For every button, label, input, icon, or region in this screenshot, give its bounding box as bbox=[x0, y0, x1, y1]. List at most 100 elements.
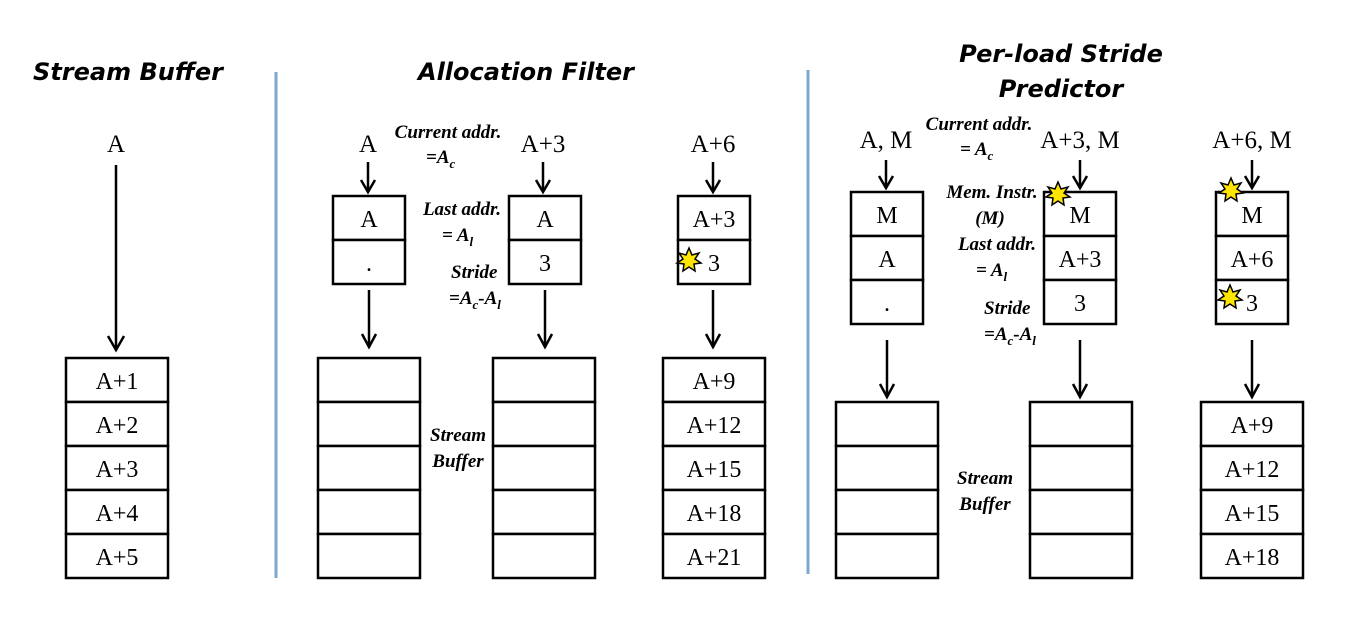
predictor-entry-cell bbox=[849, 190, 925, 238]
arrow-down-icon bbox=[877, 160, 895, 191]
buffer-cell-text: A+15 bbox=[687, 457, 742, 483]
buffer-cell bbox=[64, 532, 170, 580]
arrow-down-icon bbox=[1071, 340, 1089, 400]
filter-entry-text: . bbox=[366, 251, 372, 277]
buffer-cell bbox=[661, 356, 767, 404]
header-stream-buffer: Stream Buffer bbox=[33, 58, 225, 86]
allocation-filter-column-2: A+3 A 3 bbox=[491, 131, 597, 580]
buffer-cell bbox=[834, 532, 940, 580]
filter-entry-cell bbox=[331, 238, 407, 286]
burst-icon bbox=[1216, 176, 1246, 203]
filter-entry-text: A bbox=[536, 207, 554, 233]
header-per-load-stride-predictor-line2: Predictor bbox=[999, 75, 1126, 103]
allocation-filter-column-3: A+6 A+3 3 A+9 A+12 A+15 A+18 A+21 bbox=[661, 131, 767, 580]
buffer-cell bbox=[661, 532, 767, 580]
header-per-load-stride-predictor: Per-load Stride bbox=[959, 40, 1163, 68]
stream-buffer-label-line2: Buffer bbox=[958, 494, 1011, 515]
buffer-cell-text: A+2 bbox=[96, 413, 139, 439]
buffer-cell-text: A+12 bbox=[1225, 457, 1280, 483]
buffer-cell bbox=[491, 532, 597, 580]
buffer-cell bbox=[1028, 532, 1134, 580]
buffer-cell bbox=[316, 444, 422, 492]
buffer-cell bbox=[64, 356, 170, 404]
buffer-cell-text: A+18 bbox=[1225, 545, 1280, 571]
address-label: A+6 bbox=[691, 131, 736, 158]
buffer-cell bbox=[834, 444, 940, 492]
arrow-down-icon bbox=[106, 165, 126, 353]
arrow-down-icon bbox=[359, 162, 377, 195]
burst-icon bbox=[1043, 180, 1073, 207]
arrow-down-icon bbox=[534, 162, 552, 195]
address-label: A+3, M bbox=[1040, 127, 1119, 154]
filter-entry-cell bbox=[507, 238, 583, 286]
buffer-cell-text: A+21 bbox=[687, 545, 742, 571]
stride-predictor-column-3: A+6, M M A+6 3 A+9 A+12 A+15 A+18 bbox=[1199, 127, 1305, 580]
last-addr-label: Last addr. bbox=[957, 234, 1036, 255]
stride-label: Stride bbox=[451, 262, 498, 283]
buffer-cell-text: A+15 bbox=[1225, 501, 1280, 527]
buffer-cell-text: A+9 bbox=[693, 369, 736, 395]
arrow-down-icon bbox=[1243, 160, 1261, 191]
buffer-cell bbox=[834, 400, 940, 448]
stride-predictor-labels: Current addr. = Ac Mem. Instr. (M) Last … bbox=[926, 114, 1038, 515]
address-label: A+3 bbox=[521, 131, 566, 158]
current-addr-label: Current addr. bbox=[926, 114, 1033, 135]
buffer-cell bbox=[316, 400, 422, 448]
predictor-entry-text: M bbox=[1241, 203, 1262, 229]
allocation-filter-labels: Current addr. =Ac Last addr. = Al Stride… bbox=[395, 122, 502, 472]
header-allocation-filter: Allocation Filter bbox=[416, 58, 636, 86]
burst-icon bbox=[1215, 283, 1245, 310]
buffer-cell bbox=[316, 488, 422, 536]
buffer-cell bbox=[1199, 400, 1305, 448]
address-label: A bbox=[107, 131, 125, 158]
address-label: A+6, M bbox=[1212, 127, 1291, 154]
buffer-cell bbox=[316, 356, 422, 404]
buffer-cell bbox=[1199, 444, 1305, 492]
predictor-entry-cell bbox=[849, 234, 925, 282]
arrow-down-icon bbox=[704, 162, 722, 195]
stride-eq: =Ac-Al bbox=[449, 288, 501, 312]
predictor-entry-text: A+6 bbox=[1231, 247, 1274, 273]
buffer-cell-text: A+4 bbox=[96, 501, 139, 527]
buffer-cell bbox=[1199, 488, 1305, 536]
predictor-entry-text: M bbox=[876, 203, 897, 229]
stride-eq: =Ac-Al bbox=[984, 324, 1036, 348]
stride-predictor-column-2: A+3, M M A+3 3 bbox=[1028, 127, 1134, 580]
predictor-entry-cell bbox=[849, 278, 925, 326]
buffer-cell bbox=[1028, 400, 1134, 448]
buffer-cell bbox=[661, 488, 767, 536]
buffer-cell-text: A+1 bbox=[96, 369, 139, 395]
arrow-down-icon bbox=[1243, 340, 1261, 400]
current-addr-eq: = Ac bbox=[960, 139, 994, 163]
filter-entry-text: A+3 bbox=[693, 207, 736, 233]
last-addr-eq: = Al bbox=[442, 225, 474, 249]
filter-entry-text: 3 bbox=[539, 251, 551, 277]
buffer-cell bbox=[661, 400, 767, 448]
stream-buffer bbox=[1028, 400, 1134, 580]
predictor-entry-text: . bbox=[884, 291, 890, 317]
filter-entry-cell bbox=[676, 194, 752, 242]
stream-buffer bbox=[834, 400, 940, 580]
stream-buffer-label: Stream bbox=[957, 468, 1013, 489]
buffer-cell bbox=[661, 444, 767, 492]
mem-instr-m-label: (M) bbox=[975, 208, 1005, 229]
arrow-down-icon bbox=[1071, 160, 1089, 191]
predictor-entry-text: A+3 bbox=[1059, 247, 1102, 273]
stream-buffer-column: A A+1 A+2 A+3 A+4 A+5 bbox=[64, 131, 170, 580]
address-label: A, M bbox=[860, 127, 913, 154]
address-label: A bbox=[359, 131, 377, 158]
arrow-down-icon bbox=[878, 340, 896, 400]
current-addr-eq: =Ac bbox=[426, 147, 456, 171]
stream-buffer bbox=[491, 356, 597, 580]
buffer-cell-text: A+3 bbox=[96, 457, 139, 483]
stream-buffer: A+9 A+12 A+15 A+18 A+21 bbox=[661, 356, 767, 580]
filter-entry-text: 3 bbox=[708, 251, 720, 277]
predictor-entry-text: M bbox=[1069, 203, 1090, 229]
stride-label: Stride bbox=[984, 298, 1031, 319]
last-addr-eq: = Al bbox=[976, 260, 1008, 284]
stream-buffer bbox=[316, 356, 422, 580]
predictor-entry-cell bbox=[1214, 234, 1290, 282]
buffer-cell bbox=[491, 488, 597, 536]
allocation-filter-column-1: A A . bbox=[316, 131, 422, 580]
